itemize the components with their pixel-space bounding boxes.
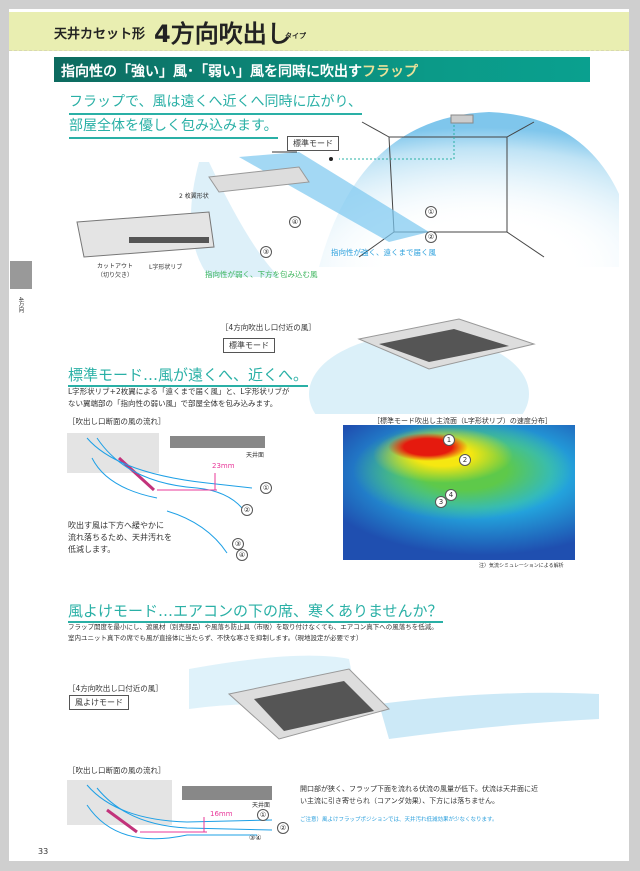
weak-wind-label: 指向性が弱く、下方を包み込む風	[205, 270, 318, 279]
cutout-label: カットアウト （切り欠き）	[97, 261, 133, 279]
header-prefix: 天井カセット形	[54, 27, 146, 42]
standard-note: 吹出す風は下方へ緩やかに流れ落ちるため、天井汚れを低減します。	[68, 520, 172, 556]
windguard-unit-illustration	[189, 655, 599, 740]
rib-label: L字形状リブ	[149, 264, 183, 271]
std-marker-4: ④	[236, 549, 248, 561]
heat-marker-3: 3	[435, 496, 447, 508]
catalog-page: 天井カセット形 4方向吹出し タイプ 指向性の「強い」風･「弱い」風を同時に吹出…	[9, 9, 629, 861]
blade-label: 2 枚翼形状	[179, 193, 209, 200]
windguard-ceiling-label: 天井面	[252, 802, 271, 809]
page-number: 33	[38, 847, 49, 856]
standard-ceiling-label: 天井面	[246, 452, 265, 459]
heatmap-footnote: 注）気流シミュレーションによる解析	[479, 563, 564, 569]
intro-text: フラップで、風は遠くへ近くへ同時に広がり、 部屋全体を優しく包み込みます。	[69, 91, 362, 139]
windguard-desc-2: 室内ユニット真下の席でも風が直接体に当たらず、不快な寒さを抑制します。（現地設定…	[68, 634, 363, 642]
wg-marker-1: ①	[257, 809, 269, 821]
wg-marker-2: ②	[277, 822, 289, 834]
standard-desc-2: ない翼端部の「指向性の弱い風」で部屋全体を包み込みます。	[68, 399, 278, 408]
windguard-caution: ご注意）風よけフラップポジションでは、天井汚れ低減効果が少なくなります。	[300, 817, 498, 823]
mode-label-standard: 標準モード	[287, 136, 339, 151]
marker-3: ③	[260, 246, 272, 258]
flap-airflow-illustration	[76, 112, 619, 277]
cutout-text: カットアウト	[97, 263, 134, 270]
cutout-sub: （切り欠き）	[97, 272, 134, 279]
flap-unit	[208, 166, 310, 193]
intro-line-2: 部屋全体を優しく包み込みます。	[69, 115, 278, 139]
weak-wind-area	[191, 162, 279, 277]
standard-near-label: ［4方向吹出し口付近の風］	[221, 323, 316, 332]
windguard-desc: フラップ開度を最小にし、遮風材（別売部品）や風落ち防止具（市販）を取り付けなくて…	[68, 622, 438, 644]
windguard-gap: 16mm	[210, 810, 233, 818]
standard-desc-1: L字形状リブ+2枚翼による「遠くまで届く風」と、L字形状リブが	[68, 387, 290, 396]
banner-text: 指向性の「強い」風･「弱い」風を同時に吹出す	[61, 64, 362, 80]
windguard-section-diagram	[67, 780, 273, 840]
standard-unit-illustration	[309, 318, 536, 414]
banner-accent: フラップ	[362, 64, 418, 80]
windguard-desc-1: フラップ開度を最小にし、遮風材（別売部品）や風落ち防止具（市販）を取り付けなくて…	[68, 623, 438, 631]
heat-marker-2: 2	[459, 454, 471, 466]
std-marker-2: ②	[241, 504, 253, 516]
marker-2: ②	[425, 231, 437, 243]
std-marker-1: ①	[260, 482, 272, 494]
windguard-section-label: ［吹出し口断面の風の流れ］	[68, 766, 166, 775]
standard-note-1: 吹出す風は下方へ緩やかに	[68, 521, 164, 530]
marker-1: ①	[425, 206, 437, 218]
windguard-near-label: ［4方向吹出し口付近の風］	[68, 684, 163, 693]
standard-heading: 標準モード…風が遠くへ、近くへ。	[68, 364, 309, 387]
heat-marker-1: 1	[443, 434, 455, 446]
standard-section-label: ［吹出し口断面の風の流れ］	[68, 417, 166, 426]
standard-section-diagram	[67, 433, 265, 554]
flap-closeup	[76, 211, 215, 258]
side-tab-label: 4方向	[17, 297, 24, 313]
ceiling-unit	[450, 114, 474, 124]
side-tab	[10, 261, 32, 289]
mode-label-windguard: 風よけモード	[69, 695, 129, 710]
section-banner: 指向性の「強い」風･「弱い」風を同時に吹出すフラップ	[54, 57, 590, 82]
heatmap-title: ［標準モード吹出し主流面（L字形状リブ）の速度分布］	[373, 417, 552, 425]
standard-desc: L字形状リブ+2枚翼による「遠くまで届く風」と、L字形状リブがない翼端部の「指向…	[68, 386, 289, 410]
header-suffix: タイプ	[285, 32, 306, 40]
intro-line-1: フラップで、風は遠くへ近くへ同時に広がり、	[69, 91, 362, 115]
velocity-heatmap: 1 2 3 4	[343, 425, 575, 560]
windguard-explain: 開口部が狭く、フラップ下面を流れる伏流の風量が低下。伏流は天井面に近い主流に引き…	[300, 783, 538, 807]
heat-marker-4: 4	[445, 489, 457, 501]
windguard-explain-1: 開口部が狭く、フラップ下面を流れる伏流の風量が低下。伏流は天井面に近	[300, 785, 538, 793]
standard-note-3: 低減します。	[68, 545, 116, 554]
mode-label-standard-2: 標準モード	[223, 338, 275, 353]
page-header: 天井カセット形 4方向吹出し タイプ	[9, 12, 629, 51]
standard-gap: 23mm	[212, 462, 235, 470]
marker-4: ④	[289, 216, 301, 228]
windguard-explain-2: い主流に引き寄せられ（コアンダ効果）、下方には落ちません。	[300, 797, 500, 805]
airflow-dome	[319, 112, 619, 267]
strong-wind-label: 指向性が強く、遠くまで届く風	[331, 248, 436, 257]
standard-note-2: 流れ落ちるため、天井汚れを	[68, 533, 172, 542]
header-title: 4方向吹出し	[154, 20, 291, 48]
wg-marker-34: ③④	[249, 834, 262, 842]
windguard-heading: 風よけモード…エアコンの下の席、寒くありませんか？	[68, 600, 443, 623]
